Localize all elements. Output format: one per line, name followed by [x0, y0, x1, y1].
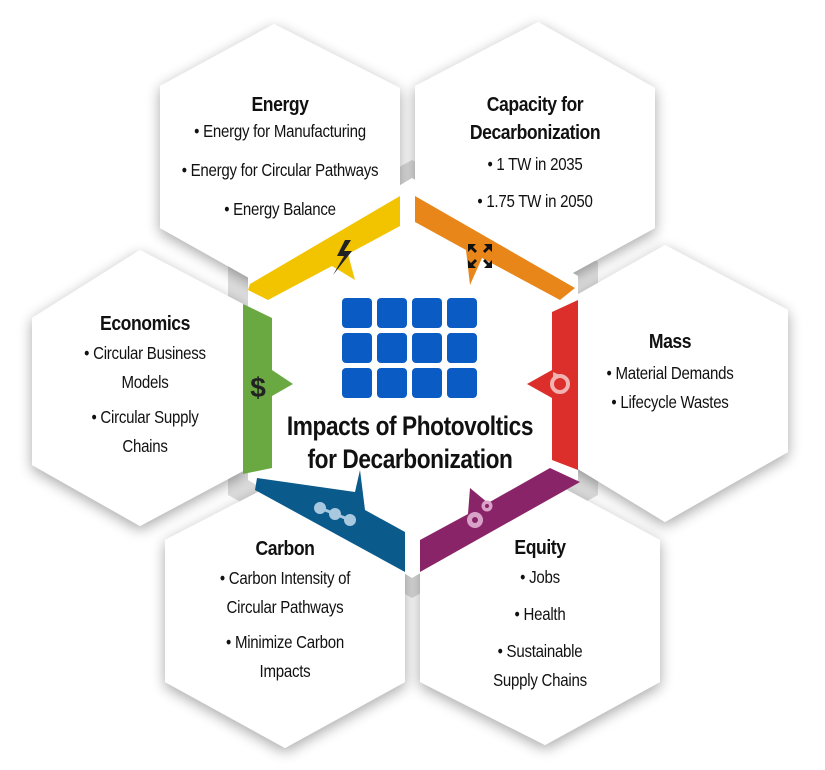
hex-mass: [550, 245, 788, 522]
solar-panel-icon: [342, 298, 477, 398]
center-title-line1: Impacts of Photovoltics: [286, 411, 534, 441]
segment-item: • 1 TW in 2035: [487, 154, 583, 174]
gears-icon: [467, 500, 493, 528]
dollar-sign-icon: $: [250, 372, 266, 403]
segment-item: Supply Chains: [493, 670, 587, 690]
hex-equity: [420, 478, 660, 745]
segment-item: • Jobs: [520, 567, 560, 587]
band-carbon: [255, 470, 405, 572]
segment-title: Energy: [251, 94, 309, 116]
segment-title: Mass: [648, 331, 692, 353]
segment-item: • Energy for Manufacturing: [194, 121, 366, 141]
band-capacity: [415, 196, 575, 300]
segment-item: • Health: [514, 604, 566, 624]
segment-item: Models: [121, 372, 169, 392]
center-title: Impacts of Photovoltics for Decarbonizat…: [280, 410, 540, 476]
segment-capacity: Capacity for Decarbonization • 1 TW in 2…: [415, 93, 655, 213]
segment-mass: Mass • Material Demands • Lifecycle Wast…: [560, 330, 780, 414]
segment-item: • Energy for Circular Pathways: [181, 160, 379, 180]
segment-economics: Economics • Circular Business Models • C…: [45, 312, 245, 458]
refresh-cycle-icon: [550, 372, 570, 394]
segment-item: • Circular Business: [84, 343, 206, 363]
segment-equity: Equity • Jobs • Health • Sustainable Sup…: [420, 536, 660, 692]
segment-item: • Minimize Carbon: [226, 632, 344, 652]
segment-title-line1: Capacity for: [486, 94, 584, 116]
band-energy: [248, 196, 400, 300]
lightning-bolt-icon: [333, 240, 352, 275]
center-title-line2: for Decarbonization: [307, 444, 513, 474]
expand-arrows-icon: [468, 244, 492, 268]
segment-carbon: Carbon • Carbon Intensity of Circular Pa…: [165, 537, 405, 683]
segment-energy: Energy • Energy for Manufacturing • Ener…: [160, 93, 400, 221]
molecule-chain-icon: [314, 502, 356, 526]
segment-item: • Lifecycle Wastes: [611, 392, 729, 412]
segment-item: Chains: [122, 436, 168, 456]
segment-item: • Sustainable: [497, 641, 583, 661]
band-equity: [420, 468, 580, 572]
hex-carbon: [165, 478, 405, 748]
segment-title: Carbon: [255, 538, 315, 560]
segment-item: • 1.75 TW in 2050: [477, 191, 593, 211]
segment-item: • Energy Balance: [224, 199, 336, 219]
segment-item: • Material Demands: [606, 363, 734, 383]
segment-item: Impacts: [259, 661, 311, 681]
segment-item: Circular Pathways: [226, 597, 344, 617]
segment-title: Economics: [100, 313, 190, 335]
segment-item: • Circular Supply: [91, 407, 199, 427]
segment-title-line2: Decarbonization: [469, 122, 601, 144]
band-economics: [243, 304, 293, 474]
segment-title: Equity: [514, 537, 566, 559]
segment-item: • Carbon Intensity of: [219, 568, 351, 588]
hex-economics: [32, 250, 245, 526]
